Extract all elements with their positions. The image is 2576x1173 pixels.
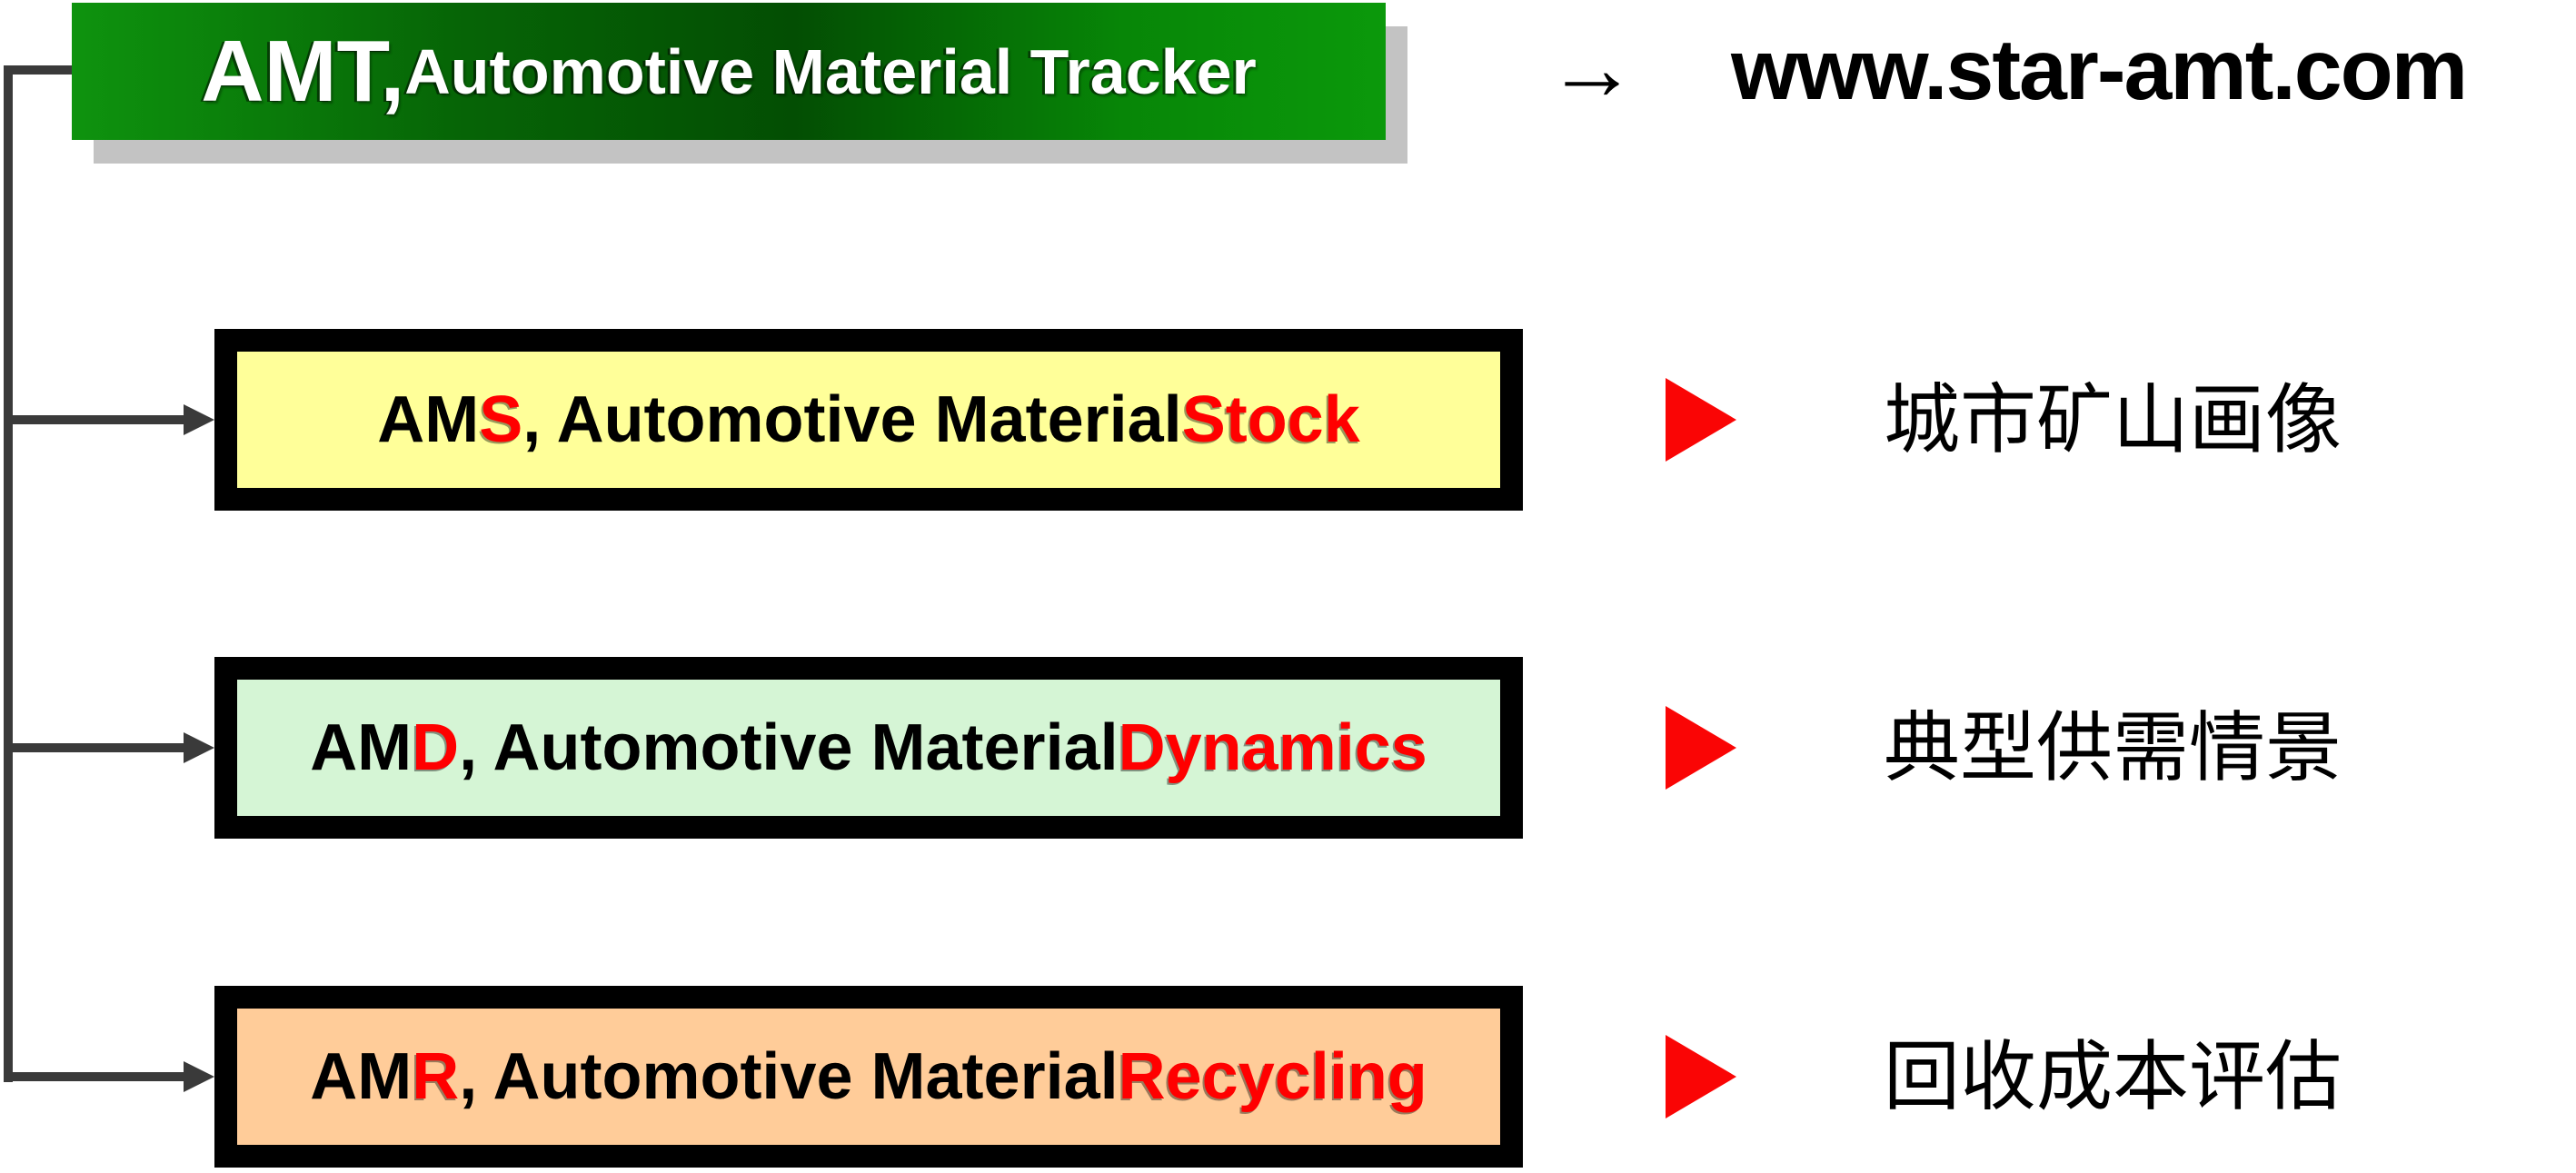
red-triangle-bullet-icon <box>1666 706 1736 790</box>
website-url: www.star-amt.com <box>1731 22 2468 118</box>
module-prefix: AM <box>310 1040 413 1113</box>
module-keyword: Recycling <box>1118 1040 1427 1113</box>
module-label-zh-amr: 回收成本评估 <box>1884 1034 2342 1119</box>
module-letter: S <box>479 383 523 456</box>
arrowhead-icon <box>184 732 214 763</box>
module-letter: R <box>412 1040 460 1113</box>
module-middle: , Automotive Material <box>522 383 1182 456</box>
connector-branch-line-amd <box>4 743 185 752</box>
right-arrow-icon: → <box>1547 16 1637 119</box>
amt-title-text: Automotive Material Tracker <box>404 35 1257 107</box>
module-label-zh-amd: 典型供需情景 <box>1884 705 2342 790</box>
connector-branch-line-amr <box>4 1072 185 1081</box>
connector-vertical-line <box>4 65 13 1082</box>
connector-top-branch-line <box>4 65 72 75</box>
module-label-zh-ams: 城市矿山画像 <box>1884 377 2342 462</box>
red-triangle-bullet-icon <box>1666 378 1736 462</box>
module-middle: , Automotive Material <box>459 711 1119 784</box>
arrowhead-icon <box>184 1061 214 1092</box>
module-keyword: Dynamics <box>1118 711 1427 784</box>
module-middle: , Automotive Material <box>459 1040 1119 1113</box>
module-keyword: Stock <box>1181 383 1360 456</box>
amt-title-acronym: AMT, <box>201 22 405 120</box>
module-letter: D <box>412 711 460 784</box>
module-prefix: AM <box>377 383 480 456</box>
amt-title-banner: AMT, Automotive Material Tracker <box>72 3 1386 140</box>
module-prefix: AM <box>310 711 413 784</box>
arrowhead-icon <box>184 404 214 435</box>
connector-branch-line-ams <box>4 415 185 424</box>
red-triangle-bullet-icon <box>1666 1035 1736 1118</box>
